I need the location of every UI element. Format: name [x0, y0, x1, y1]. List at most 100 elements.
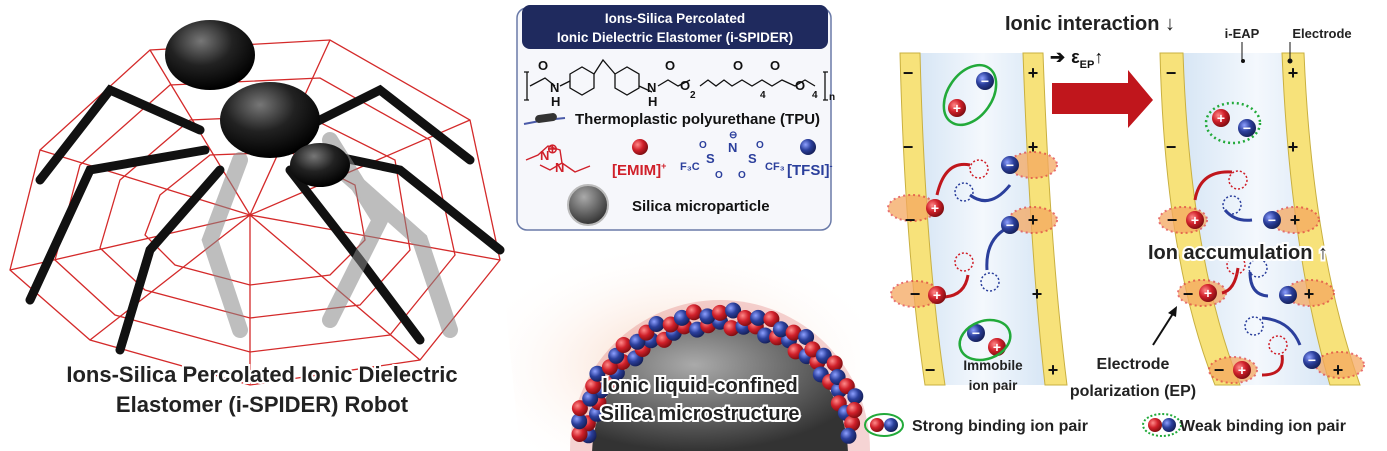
legend-title-line1: Ions-Silica Percolated [605, 11, 745, 26]
chem-o: O [733, 58, 743, 73]
chem-o: O [680, 78, 690, 93]
legend-strong-binding: Strong binding ion pair [864, 413, 1088, 437]
cation-sphere [712, 304, 728, 321]
cation [948, 99, 966, 117]
chem-plus: ⊕ [547, 141, 558, 156]
spider-abdomen [165, 20, 255, 90]
anion-sphere [772, 321, 789, 338]
cation [926, 199, 944, 217]
cation-sign: + [953, 100, 961, 116]
polarization-zone [1270, 206, 1320, 234]
cation-sphere [571, 400, 588, 417]
cation-sign: + [1238, 362, 1246, 378]
electrode-label: Electrode [1292, 26, 1351, 41]
cation [1233, 361, 1251, 379]
chem-cf3: CF₃ [765, 161, 785, 173]
cation-sphere [615, 337, 632, 353]
anion [1279, 286, 1297, 304]
minus-charge: − [925, 360, 936, 380]
chem-o: O [665, 58, 675, 73]
anion-sign: − [1268, 212, 1276, 228]
ion-motion-arrows [935, 162, 1302, 377]
motion-arrow [1193, 170, 1233, 201]
minus-charge: − [905, 210, 916, 230]
cation-sign: + [1191, 212, 1199, 228]
silica-label: Silica microparticle [632, 198, 770, 215]
immobile-label-line1: Immobile [963, 358, 1023, 373]
ions: +−+−−+−++−+−+−+− [926, 72, 1321, 379]
cation-sphere [585, 378, 602, 395]
emim-sphere-icon [632, 139, 648, 155]
chem-n: N [647, 80, 656, 95]
motion-arrow [1261, 316, 1302, 346]
cation-sphere [737, 310, 754, 326]
motion-arrow [969, 184, 1012, 203]
chem-h: H [648, 94, 657, 109]
cation-sphere [844, 415, 861, 432]
silica-particle [592, 328, 848, 451]
plus-charge: + [1333, 360, 1344, 380]
left-caption-line1: Ions-Silica Percolated Ionic Dielectric [66, 362, 457, 387]
cation-sphere [826, 355, 843, 372]
plus-charge: + [1032, 284, 1043, 304]
tfsi-label: [TFSI]- [787, 161, 833, 179]
chem-n: N [550, 80, 559, 95]
spider-thorax [220, 82, 320, 158]
tpu-structure [524, 58, 828, 101]
polarization-zone [1285, 279, 1335, 307]
plus-charge: + [1048, 360, 1059, 380]
transition-arrow [1052, 70, 1153, 128]
cation [928, 286, 946, 304]
anion-sphere [750, 309, 767, 326]
chem-o: O [770, 58, 780, 73]
chem-s: S [748, 151, 757, 166]
chem-o: O [538, 58, 548, 73]
tpu-label: Thermoplastic polyurethane (TPU) [575, 111, 820, 128]
chem-f3c: F₃C [680, 161, 700, 173]
anion-sphere [582, 390, 599, 407]
plus-charge: + [1288, 137, 1299, 157]
cation [1199, 284, 1217, 302]
cation-sphere [723, 320, 740, 337]
anion [1303, 351, 1321, 369]
anion-sign: − [1006, 217, 1014, 233]
anion-sphere [798, 329, 815, 345]
tpu-chain-icon [523, 113, 566, 125]
emim-label: [EMIM]+ [612, 161, 666, 179]
immobile-label-line2: ion pair [969, 378, 1018, 393]
anion-sign: − [1284, 287, 1292, 303]
motion-arrow [1221, 267, 1240, 295]
ion-mechanism-diagram: +−+−−+−++−+−+−+− −−−−−+++++−−−−−+++++ Io… [864, 13, 1365, 437]
anion-sphere [847, 388, 864, 405]
cation-sphere [763, 311, 780, 327]
ion-accumulation-label: Ion accumulation ↑ [1148, 242, 1328, 264]
cation-sign: + [1217, 110, 1225, 126]
anion-ghost [1222, 195, 1242, 215]
spider-head [290, 143, 350, 187]
strong-pair-ring [958, 318, 1012, 362]
emim-structure [525, 145, 591, 173]
minus-charge: − [910, 284, 921, 304]
chem-sub: 4 [760, 90, 766, 101]
anion-sign: − [981, 73, 989, 89]
silica-microstructure-illustration: Ionic liquid-confined Silica microstruct… [500, 240, 870, 451]
ion-spheres [571, 302, 864, 444]
ionic-interaction-title: Ionic interaction ↓ [1005, 13, 1175, 35]
plus-charge: + [1028, 210, 1039, 230]
cation-sphere [846, 402, 863, 418]
anion-sphere [589, 405, 605, 422]
plus-charge: + [1028, 63, 1039, 83]
ieap-label: i-EAP [1225, 26, 1260, 41]
middle-caption-line2: Silica microstructure [601, 403, 800, 425]
chem-h: H [551, 94, 560, 109]
legend-title-line2: Ionic Dielectric Elastomer (i-SPIDER) [557, 30, 793, 45]
tfsi-sphere-icon [800, 139, 816, 155]
cation-ghost [1226, 255, 1246, 275]
cation-sign: + [1204, 285, 1212, 301]
cation-sphere [785, 324, 802, 341]
minus-charge: − [1214, 360, 1225, 380]
anion [967, 324, 985, 342]
minus-charge: − [903, 63, 914, 83]
anion-sphere [757, 327, 774, 344]
anion [1001, 156, 1019, 174]
